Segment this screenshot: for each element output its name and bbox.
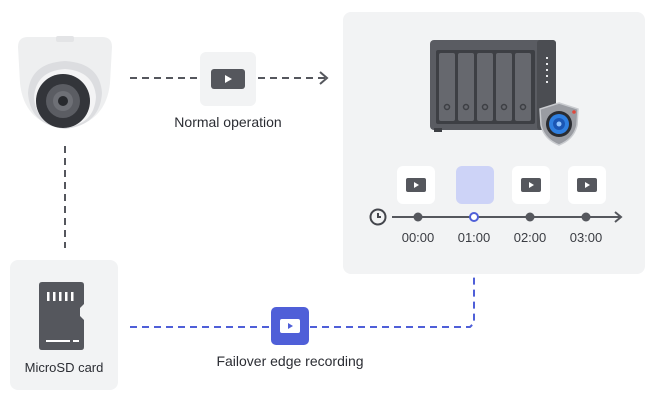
video-play-icon [577, 178, 597, 192]
timeline-label-02: 02:00 [513, 230, 547, 245]
timeline-point-02 [525, 212, 535, 222]
video-play-icon [280, 319, 300, 333]
microsd-card-icon [39, 282, 84, 350]
timeline-point-01 [469, 212, 479, 222]
normal-path-arrowhead [319, 71, 329, 85]
timeline-tile-02 [512, 166, 550, 204]
microsd-label: MicroSD card [24, 360, 104, 375]
clock-icon [369, 208, 387, 226]
timeline [369, 208, 623, 226]
surveillance-camera-shield-icon [539, 102, 579, 146]
failover-path-line-right [310, 262, 475, 328]
failover-recording-label: Failover edge recording [216, 353, 364, 369]
normal-operation-tile [200, 52, 256, 106]
video-play-icon [211, 69, 245, 89]
timeline-arrowhead [614, 211, 623, 223]
timeline-label-00: 00:00 [401, 230, 435, 245]
timeline-tile-00 [397, 166, 435, 204]
timeline-tile-03 [568, 166, 606, 204]
surveillance-badge [536, 101, 582, 147]
dome-camera-icon [18, 36, 112, 129]
timeline-tile-01-missing [456, 166, 494, 204]
normal-operation-label: Normal operation [174, 114, 282, 130]
timeline-point-00 [413, 212, 423, 222]
timeline-point-03 [581, 212, 591, 222]
camera [14, 33, 116, 133]
video-play-icon [406, 178, 426, 192]
timeline-label-03: 03:00 [569, 230, 603, 245]
failover-recording-tile [271, 307, 309, 345]
microsd-card [39, 282, 89, 350]
timeline-label-01: 01:00 [457, 230, 491, 245]
video-play-icon [521, 178, 541, 192]
